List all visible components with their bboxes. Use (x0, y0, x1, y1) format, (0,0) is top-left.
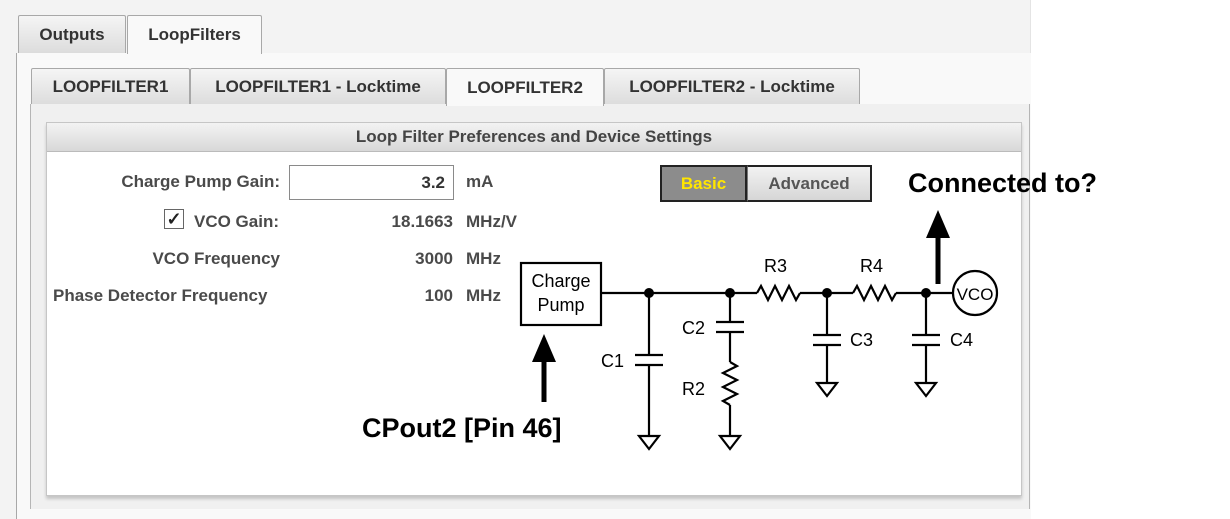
tab-loopfilter1-locktime[interactable]: LOOPFILTER1 - Locktime (190, 68, 446, 105)
charge-pump-gain-label: Charge Pump Gain: (121, 172, 280, 191)
r2-label: R2 (682, 379, 705, 399)
cpout-annotation: CPout2 [Pin 46] (362, 413, 562, 443)
vco-frequency-label: VCO Frequency (152, 249, 280, 268)
r4-resistor (852, 283, 897, 303)
vco-gain-checkbox[interactable]: ✓ (164, 209, 184, 229)
tab-loopfilter2-locktime[interactable]: LOOPFILTER2 - Locktime (604, 68, 860, 105)
charge-pump-label-line1: Charge (531, 271, 590, 291)
vco-frequency-unit: MHz (466, 249, 501, 268)
junction-c1 (644, 288, 654, 298)
phase-detector-frequency-label: Phase Detector Frequency (53, 286, 268, 305)
junction-c4 (921, 288, 931, 298)
advanced-button[interactable]: Advanced (747, 165, 872, 202)
basic-button[interactable]: Basic (660, 165, 747, 202)
tab-outputs[interactable]: Outputs (18, 15, 126, 53)
c2-label: C2 (682, 318, 705, 338)
check-icon: ✓ (166, 209, 182, 229)
c4-label: C4 (950, 330, 973, 350)
cpout-arrow-head (532, 334, 556, 362)
vco-block (951, 269, 999, 317)
c1-label: C1 (601, 351, 624, 371)
connected-to-annotation: Connected to? (908, 168, 1097, 198)
charge-pump-label-line2: Pump (537, 295, 584, 315)
vco-gain-value: 18.1663 (391, 212, 453, 231)
c1-ground (636, 434, 662, 451)
junction-c3 (822, 288, 832, 298)
r3-label: R3 (764, 256, 787, 276)
vco-gain-unit: MHz/V (466, 212, 517, 231)
tab-loopfilters[interactable]: LoopFilters (127, 15, 262, 54)
r2-ground (717, 434, 743, 451)
tab-loopfilter2[interactable]: LOOPFILTER2 (446, 68, 604, 106)
junction-c2 (725, 288, 735, 298)
charge-pump-block (519, 261, 603, 327)
phase-detector-frequency-unit: MHz (466, 286, 501, 305)
r2-resistor (720, 361, 740, 406)
r4-label: R4 (860, 256, 883, 276)
charge-pump-gain-input[interactable] (289, 165, 454, 200)
vco-gain-label: VCO Gain: (194, 212, 280, 231)
c4-ground (913, 381, 939, 398)
c3-label: C3 (850, 330, 873, 350)
phase-detector-frequency-value: 100 (424, 286, 453, 305)
tab-loopfilter1[interactable]: LOOPFILTER1 (31, 68, 190, 105)
vco-label: VCO (957, 285, 994, 304)
charge-pump-gain-unit: mA (466, 172, 494, 191)
group-title: Loop Filter Preferences and Device Setti… (47, 123, 1021, 152)
c3-ground (814, 381, 840, 398)
r3-resistor (756, 283, 801, 303)
vco-frequency-value: 3000 (415, 249, 453, 268)
connected-arrow-head (926, 210, 950, 238)
